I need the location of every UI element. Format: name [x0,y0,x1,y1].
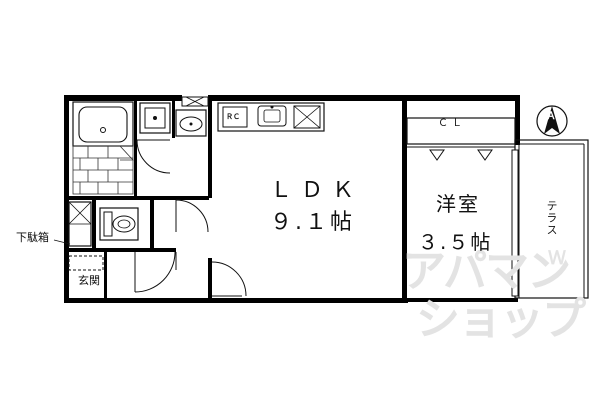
toilet [99,207,139,241]
stove-label: ＲＣ [226,113,240,121]
western-room-label: 洋室 [436,192,480,216]
shower-area [72,145,134,195]
entrance-label: 玄関 [78,274,100,287]
watermark-text-line2: ショップ [416,294,586,345]
exterior-walls [64,95,520,303]
closet-door-left [429,149,445,161]
interior-walls [69,98,407,300]
shoe-box [68,201,92,247]
closet-label: ＣＬ [438,118,466,129]
terrace [514,139,589,299]
shoe-box-leader [53,239,71,245]
window [511,149,519,297]
doors [134,139,247,297]
wash-basin [175,109,207,137]
compass-mark: Ａ [546,111,556,122]
western-room-size-label: ３.５帖 [418,230,493,254]
watermark-text-line1: アパマン [402,246,571,297]
vent-grille [181,96,209,107]
entrance-area [68,255,104,271]
closet [406,117,516,161]
shoe-box-label: 下駄箱 [16,231,49,244]
watermark-mark: Ｗ [548,248,566,269]
closet-door-right [477,149,493,161]
kitchen-counter [217,102,325,132]
washing-machine-pan [139,102,171,134]
terrace-label: テラス [545,200,558,236]
ldk-size-label: ９.１帖 [270,210,355,235]
ldk-label: ＬＤＫ [270,178,364,203]
bathtub [72,101,134,147]
north-arrow-icon [536,105,568,137]
